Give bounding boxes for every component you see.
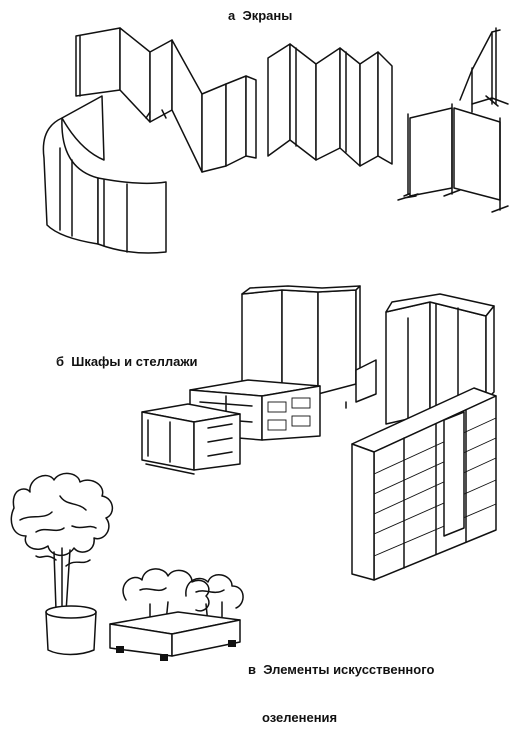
double-door-wardrobe bbox=[385, 293, 495, 425]
label-greenery-line2: озеленения bbox=[262, 710, 338, 725]
open-shelving-unit bbox=[351, 387, 497, 581]
curved-screen bbox=[42, 95, 167, 254]
furniture-illustration bbox=[10, 27, 509, 661]
tall-wardrobe-block bbox=[241, 285, 377, 409]
folding-accordion-screen bbox=[267, 43, 393, 167]
zigzag-screen-left bbox=[75, 27, 257, 173]
frame-partition-screen bbox=[397, 27, 509, 213]
planter-box-with-plants bbox=[109, 568, 244, 661]
potted-tree bbox=[10, 472, 114, 656]
label-screens: а Экраны bbox=[228, 8, 293, 23]
sliding-door-cabinet bbox=[141, 403, 241, 475]
label-cabinets-and-shelving: б Шкафы и стеллажи bbox=[56, 354, 198, 369]
